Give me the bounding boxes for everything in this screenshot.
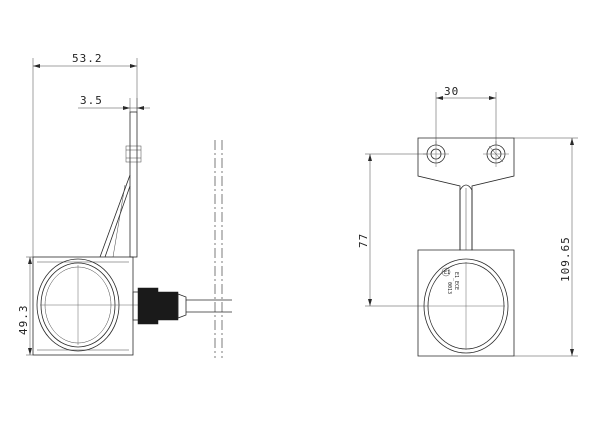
dim-label-flange-thickness: 3.5 [80,94,103,107]
dim-label-overall-height: 109.65 [559,236,572,282]
cable-gland-tip [177,293,187,319]
flange-hole [125,145,142,163]
bracket-brace [104,185,131,258]
dim-label-overall-width: 53.2 [72,52,103,65]
mounting-hole-right [483,141,509,167]
lens-mark-2: 0013 [446,282,452,294]
stem-slot [459,184,473,251]
cable-gland-nut [137,287,179,325]
bracket-brace [112,184,126,258]
front-view: E1 0013 E1_ECE 30 77 109.65 [357,85,578,357]
dim-label-lamp-height: 49.3 [17,305,30,336]
dimension-lamp-height [26,256,33,356]
dimension-overall-width [32,58,138,257]
dimension-hole-spacing [435,92,497,145]
lens-mark-3: E1_ECE [453,272,459,290]
bracket-brace [99,174,131,258]
side-view: 53.2 3.5 49.3 [17,52,232,358]
bracket-flange [129,111,138,258]
dimension-overall-height [514,137,578,357]
lamp-housing [32,256,134,356]
dimension-flange-thickness [78,98,150,112]
dim-label-hole-to-lamp: 77 [357,233,370,248]
lens-mark-1: E1 [444,270,450,276]
dimension-hole-to-lamp [365,153,428,307]
approval-mark-circle [441,267,451,277]
dim-label-hole-spacing: 30 [444,85,459,98]
